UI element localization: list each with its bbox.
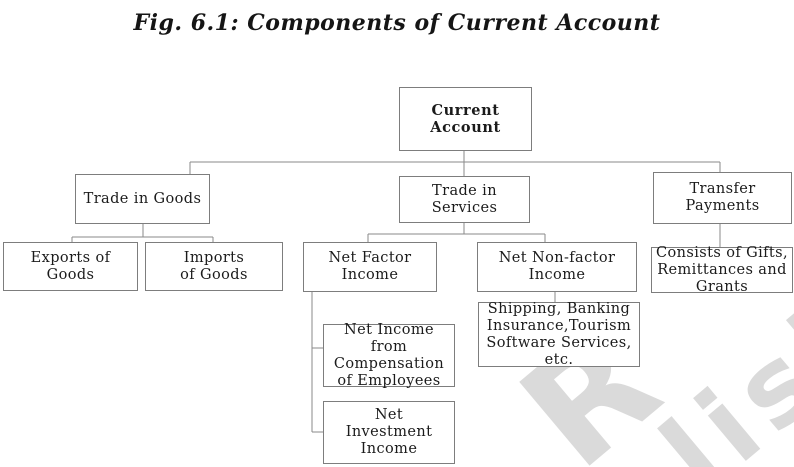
node-imports-of-goods: Imports of Goods — [145, 242, 283, 291]
node-trade-in-goods-label: Trade in Goods — [83, 190, 202, 207]
node-trade-in-services: Trade in Services — [399, 176, 530, 223]
node-current-account-label: Current Account — [430, 102, 501, 136]
node-consists-of-gifts: Consists of Gifts, Remittances and Grant… — [651, 244, 793, 295]
node-net-factor-income-label: Net Factor Income — [328, 250, 412, 283]
node-net-investment-income-label: Net Investment Income — [345, 407, 433, 457]
node-net-income-compensation: Net Income from Compensation of Employee… — [323, 321, 455, 389]
node-current-account: Current Account — [399, 87, 532, 151]
node-exports-of-goods-label: Exports of Goods — [30, 249, 111, 283]
node-shipping-services: Shipping, Banking Insurance,Tourism Soft… — [478, 300, 640, 368]
node-trade-in-services-label: Trade in Services — [431, 182, 498, 216]
node-net-investment-income: Net Investment Income — [323, 401, 455, 464]
node-net-nonfactor-income: Net Non-factor Income — [477, 242, 637, 292]
figure-title: Fig. 6.1: Components of Current Account — [133, 10, 661, 36]
node-net-nonfactor-income-label: Net Non-factor Income — [498, 250, 616, 283]
node-net-income-compensation-label: Net Income from Compensation of Employee… — [333, 321, 445, 389]
node-shipping-services-label: Shipping, Banking Insurance,Tourism Soft… — [486, 300, 632, 368]
node-transfer-payments-label: Transfer Payments — [685, 181, 760, 214]
node-trade-in-goods: Trade in Goods — [75, 174, 210, 224]
node-consists-of-gifts-label: Consists of Gifts, Remittances and Grant… — [656, 244, 788, 295]
node-transfer-payments: Transfer Payments — [653, 172, 792, 224]
node-exports-of-goods: Exports of Goods — [3, 242, 138, 291]
node-imports-of-goods-label: Imports of Goods — [180, 249, 248, 283]
node-net-factor-income: Net Factor Income — [303, 242, 437, 292]
